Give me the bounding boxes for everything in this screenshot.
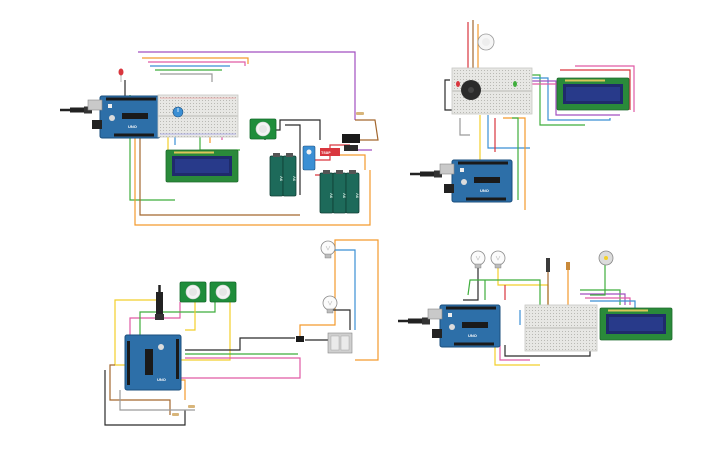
arduino-uno-board[interactable]	[427, 304, 501, 348]
lcd-display[interactable]	[165, 149, 239, 183]
pir-sensor[interactable]	[249, 118, 277, 140]
battery-9v[interactable]	[332, 169, 347, 214]
breadboard[interactable]	[524, 304, 598, 352]
resistor-icon	[172, 405, 195, 416]
servo-motor[interactable]	[302, 145, 316, 171]
ir-receiver-label: TSOP	[321, 152, 331, 156]
usb-cable-icon	[408, 169, 444, 179]
potentiometer-icon[interactable]	[172, 106, 184, 118]
piezo-buzzer-icon[interactable]	[461, 80, 481, 100]
light-bulb-icon[interactable]	[470, 250, 486, 269]
red-led-icon	[118, 68, 124, 82]
motor-driver-chip[interactable]	[342, 134, 360, 151]
light-bulb-icon[interactable]	[490, 250, 506, 269]
dc-motor-icon[interactable]	[598, 250, 614, 266]
circuit-top-left: TSOP	[58, 51, 379, 226]
circuit-bottom-right	[396, 250, 673, 366]
photoresistor-icon[interactable]	[477, 33, 495, 51]
pir-sensor[interactable]	[179, 281, 207, 303]
relay-module[interactable]	[327, 332, 353, 354]
usb-cable-icon	[58, 105, 94, 115]
red-led-icon	[456, 81, 460, 87]
usb-cable-icon	[396, 316, 432, 326]
ir-receiver[interactable]: TSOP	[320, 148, 340, 156]
pir-sensor[interactable]	[209, 281, 237, 303]
lcd-display[interactable]	[599, 307, 673, 341]
green-led-icon	[513, 81, 517, 87]
usb-cable-icon	[155, 285, 164, 320]
light-bulb-icon[interactable]	[320, 240, 336, 259]
arduino-uno-board[interactable]	[87, 95, 161, 139]
wires-bottom-left	[104, 239, 379, 426]
breadboard[interactable]	[157, 94, 239, 138]
resistor-icon	[356, 112, 364, 115]
circuit-bottom-left: UNO	[104, 239, 379, 426]
circuit-top-right	[408, 20, 635, 210]
battery-9v[interactable]	[282, 152, 297, 197]
battery-9v[interactable]	[269, 152, 284, 197]
photoresistor-icon[interactable]	[566, 262, 570, 270]
battery-9v[interactable]	[345, 169, 360, 214]
temperature-sensor-icon[interactable]	[546, 258, 550, 272]
battery-9v[interactable]	[319, 169, 334, 214]
switch-icon[interactable]	[296, 336, 304, 342]
lcd-display[interactable]	[556, 77, 630, 111]
arduino-label: UNO	[157, 377, 166, 382]
arduino-uno-board[interactable]	[439, 159, 513, 203]
